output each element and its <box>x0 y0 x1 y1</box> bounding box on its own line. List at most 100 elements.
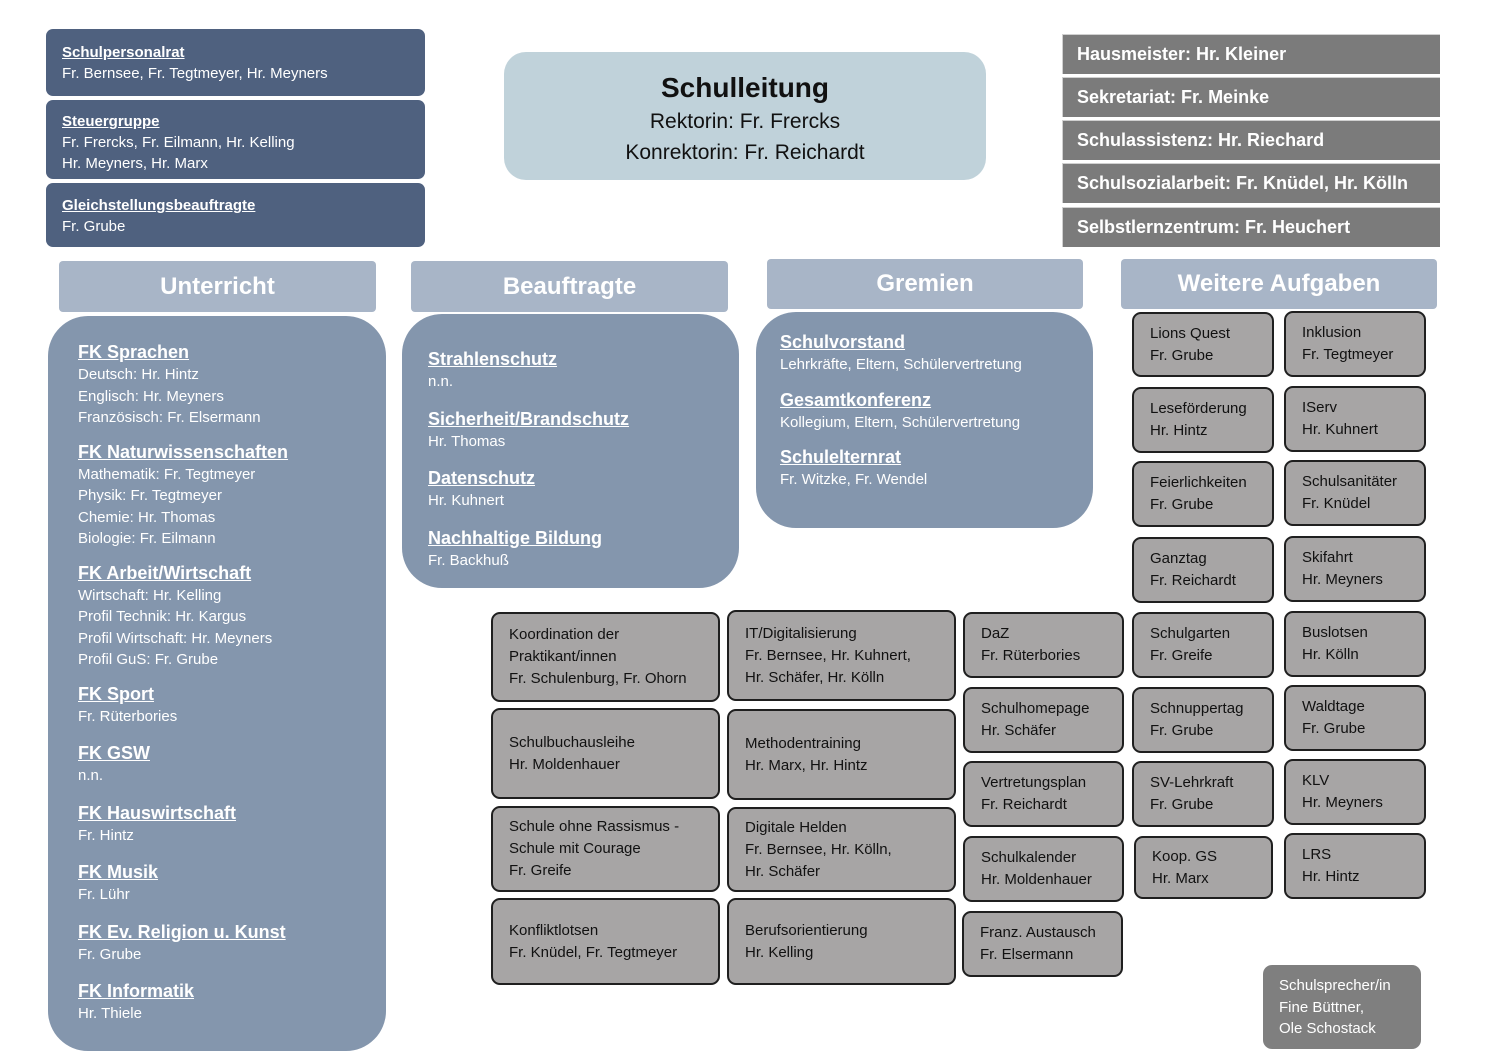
task-box: Inklusion Fr. Tegtmeyer <box>1284 311 1426 377</box>
group-line: Fr. Hintz <box>78 826 134 844</box>
task-line: Digitale Helden <box>745 818 847 836</box>
staff-bar: Sekretariat: Fr. Meinke <box>1062 77 1440 117</box>
task-line: SV-Lehrkraft <box>1150 774 1234 791</box>
group-fk-sprachen: FK Sprachen Deutsch: Hr. Hintz Englisch:… <box>78 340 376 429</box>
task-line: Fr. Reichardt <box>981 796 1067 813</box>
leadership-title: Schulleitung <box>661 72 829 103</box>
group-fk-hauswirtschaft: FK Hauswirtschaft Fr. Hintz <box>78 801 376 847</box>
task-box: Feierlichkeiten Fr. Grube <box>1132 461 1274 527</box>
box-title: Gleichstellungsbeauftragte <box>62 197 256 214</box>
task-line: Hr. Kelling <box>745 943 814 961</box>
task-line: Praktikant/innen <box>509 648 617 665</box>
group-title: FK Arbeit/Wirtschaft <box>78 562 252 583</box>
task-line: Schulhomepage <box>981 700 1090 717</box>
group-title: Datenschutz <box>428 468 536 488</box>
task-line: Hr. Kuhnert <box>1302 421 1378 438</box>
box-schulpersonalrat: Schulpersonalrat Fr. Bernsee, Fr. Tegtme… <box>46 29 425 96</box>
task-line: Hr. Hintz <box>1302 868 1360 885</box>
group-fk-arbeit-wirtschaft: FK Arbeit/Wirtschaft Wirtschaft: Hr. Kel… <box>78 561 376 671</box>
box-line: Fr. Bernsee, Fr. Tegtmeyer, Hr. Meyners <box>62 65 328 82</box>
task-box: LRS Hr. Hintz <box>1284 833 1426 899</box>
task-box: Schulbuchausleihe Hr. Moldenhauer <box>491 708 720 799</box>
task-line: KLV <box>1302 772 1330 789</box>
task-line: Schule ohne Rassismus - <box>509 818 680 835</box>
column-gremien: Schulvorstand Lehrkräfte, Eltern, Schüle… <box>756 312 1093 528</box>
box-title: Steuergruppe <box>62 113 160 130</box>
task-line: Schulsanitäter <box>1302 473 1398 490</box>
group-nachhaltige-bildung: Nachhaltige Bildung Fr. Backhuß <box>428 526 729 572</box>
group-line: Biologie: Fr. Eilmann <box>78 530 216 547</box>
task-line: Hr. Moldenhauer <box>981 871 1092 888</box>
group-line: Profil Wirtschaft: Hr. Meyners <box>78 629 273 647</box>
task-line: Hr. Marx <box>1152 869 1209 887</box>
group-line: Profil GuS: Fr. Grube <box>78 651 219 668</box>
task-line: DaZ <box>981 625 1010 642</box>
task-box: Franz. Austausch Fr. Elsermann <box>962 911 1123 977</box>
task-line: Koop. GS <box>1152 847 1218 865</box>
box-line: Hr. Meyners, Hr. Marx <box>62 155 208 172</box>
leadership-line: Rektorin: Fr. Frercks <box>649 110 841 133</box>
task-box: Koordination der Praktikant/innen Fr. Sc… <box>491 612 720 702</box>
task-box: KLV Hr. Meyners <box>1284 759 1426 825</box>
task-line: Waldtage <box>1302 698 1365 715</box>
box-line: Fr. Frercks, Fr. Eilmann, Hr. Kelling <box>62 134 295 151</box>
task-line: Schnuppertag <box>1150 700 1244 717</box>
task-box: SV-Lehrkraft Fr. Grube <box>1132 761 1274 827</box>
staff-bar: Schulassistenz: Hr. Riechard <box>1062 120 1440 160</box>
group-title: Gesamtkonferenz <box>780 389 932 410</box>
group-title: FK Sprachen <box>78 342 190 362</box>
group-title: Strahlenschutz <box>428 349 558 369</box>
task-line: Hr. Hintz <box>1150 422 1208 439</box>
task-box: Schulkalender Hr. Moldenhauer <box>963 836 1124 902</box>
task-line: Inklusion <box>1302 324 1362 341</box>
group-line: Physik: Fr. Tegtmeyer <box>78 487 222 504</box>
staff-bar: Selbstlernzentrum: Fr. Heuchert <box>1062 207 1440 247</box>
task-box: Methodentraining Hr. Marx, Hr. Hintz <box>727 709 956 800</box>
group-line: Kollegium, Eltern, Schülervertretung <box>780 413 1021 431</box>
task-line: Feierlichkeiten <box>1150 474 1247 491</box>
group-line: Deutsch: Hr. Hintz <box>78 366 199 383</box>
box-title: Schulpersonalrat <box>62 44 185 61</box>
task-box: Schule ohne Rassismus - Schule mit Coura… <box>491 806 720 892</box>
task-line: Fr. Greife <box>509 862 572 879</box>
task-line: Schulkalender <box>981 849 1077 866</box>
group-fk-musik: FK Musik Fr. Lühr <box>78 860 376 906</box>
group-line: Französisch: Fr. Elsermann <box>78 409 261 426</box>
column-beauftragte: Strahlenschutz n.n. Sicherheit/Brandschu… <box>402 314 739 588</box>
task-line: Franz. Austausch <box>980 924 1096 941</box>
task-box: Konfliktlotsen Fr. Knüdel, Fr. Tegtmeyer <box>491 898 720 985</box>
task-line: Hr. Marx, Hr. Hintz <box>745 756 868 774</box>
group-title: Nachhaltige Bildung <box>428 527 603 548</box>
task-line: Fr. Knüdel, Fr. Tegtmeyer <box>509 943 678 961</box>
group-line: n.n. <box>428 373 454 390</box>
group-line: Fr. Rüterbories <box>78 707 178 725</box>
group-schulvorstand: Schulvorstand Lehrkräfte, Eltern, Schüle… <box>780 330 1083 376</box>
task-box: Schulsanitäter Fr. Knüdel <box>1284 460 1426 526</box>
staff-bar: Hausmeister: Hr. Kleiner <box>1062 34 1440 74</box>
group-line: Profil Technik: Hr. Kargus <box>78 608 247 625</box>
group-sicherheit: Sicherheit/Brandschutz Hr. Thomas <box>428 407 729 453</box>
task-line: Hr. Moldenhauer <box>509 755 620 773</box>
group-line: n.n. <box>78 767 104 784</box>
task-box: Koop. GS Hr. Marx <box>1134 836 1273 899</box>
group-line: Fr. Backhuß <box>428 551 509 569</box>
task-line: Hr. Schäfer <box>981 722 1057 739</box>
task-line: LRS <box>1302 846 1332 863</box>
task-line: Fr. Tegtmeyer <box>1302 346 1394 363</box>
group-title: Sicherheit/Brandschutz <box>428 408 630 429</box>
group-title: FK Naturwissenschaften <box>78 441 289 462</box>
group-line: Hr. Thomas <box>428 432 506 450</box>
task-box: Leseförderung Hr. Hintz <box>1132 387 1274 453</box>
group-title: FK GSW <box>78 743 150 763</box>
group-title: FK Musik <box>78 862 159 882</box>
group-line: Fr. Lühr <box>78 886 130 903</box>
group-line: Chemie: Hr. Thomas <box>78 508 216 526</box>
group-schulelternrat: Schulelternrat Fr. Witzke, Fr. Wendel <box>780 445 1083 491</box>
task-box: IServ Hr. Kuhnert <box>1284 386 1426 452</box>
task-line: Hr. Schäfer <box>745 862 821 880</box>
task-line: Schulbuchausleihe <box>509 733 635 751</box>
group-title: FK Sport <box>78 683 154 704</box>
group-fk-religion-kunst: FK Ev. Religion u. Kunst Fr. Grube <box>78 920 376 966</box>
group-title: FK Ev. Religion u. Kunst <box>78 921 286 942</box>
task-line: Skifahrt <box>1302 549 1353 566</box>
